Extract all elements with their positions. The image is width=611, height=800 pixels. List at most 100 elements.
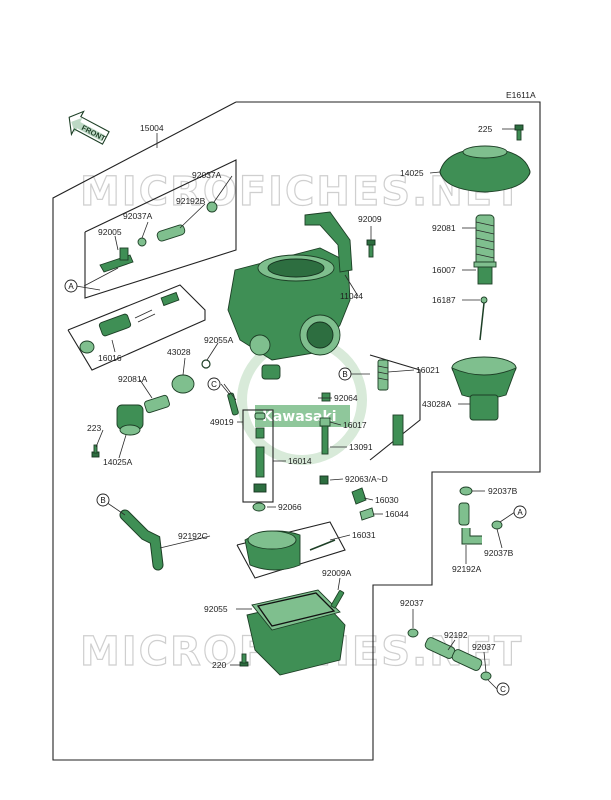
label-92037B-top: 92037B (488, 486, 518, 496)
label-16044: 16044 (385, 509, 409, 519)
hose-92192C (119, 509, 164, 571)
label-92081: 92081 (432, 223, 456, 233)
svg-text:C: C (211, 380, 217, 389)
screw-92009A (330, 590, 345, 609)
label-14025: 14025 (400, 168, 424, 178)
label-49019: 49019 (210, 417, 234, 427)
brand-watermark-text: Kawasaki (262, 409, 337, 425)
cover-14025A (116, 404, 144, 436)
oring-92064 (321, 392, 331, 402)
label-92064: 92064 (334, 393, 358, 403)
main-frame (52, 101, 541, 761)
label-225: 225 (478, 124, 492, 134)
label-92005: 92005 (98, 227, 122, 237)
float-bowl (246, 589, 346, 676)
label-16017: 16017 (343, 420, 367, 430)
callout-c-bottom: C (496, 682, 510, 696)
svg-text:B: B (100, 496, 105, 505)
needle-holder-16007 (473, 261, 497, 285)
callout-a-right: A (513, 505, 527, 519)
callout-b-left: B (96, 493, 110, 507)
pilot-screw-16016 (79, 291, 180, 354)
label-92037: 92037 (400, 598, 424, 608)
label-16031: 16031 (352, 530, 376, 540)
label-16007: 16007 (432, 265, 456, 275)
screw-223 (91, 444, 100, 458)
svg-text:A: A (517, 508, 523, 517)
label-16016: 16016 (98, 353, 122, 363)
hose-92192B (156, 224, 186, 242)
clamp-92037B-top (459, 486, 473, 496)
clamp-92037 (407, 628, 419, 638)
spring-needle-guide (377, 359, 404, 446)
clamp-92037A (137, 237, 147, 247)
svg-text:B: B (342, 370, 347, 379)
label-92055: 92055 (204, 604, 228, 614)
diaphragm-43028 (171, 374, 195, 394)
label-220: 220 (212, 660, 226, 670)
label-13091: 13091 (349, 442, 373, 452)
label-92192: 92192 (444, 630, 468, 640)
carburetor-body-15004 (227, 247, 351, 380)
label-92037-bottom: 92037 (472, 642, 496, 652)
label-92037B: 92037B (484, 548, 514, 558)
clip-16044 (359, 507, 375, 521)
diagram-code: E1611A (506, 90, 536, 100)
label-43028: 43028 (167, 347, 191, 357)
label-92192B: 92192B (176, 196, 206, 206)
screw-92009 (366, 239, 376, 258)
hose-92192A (458, 502, 482, 545)
label-11044: 11044 (340, 291, 363, 301)
clamp-92037-bottom (480, 671, 492, 681)
screw-220 (239, 653, 249, 667)
fuel-fitting-92005 (99, 247, 134, 273)
label-16187: 16187 (432, 295, 456, 305)
subframe-pilot (67, 284, 206, 371)
jet-column (253, 412, 267, 493)
label-16021: 16021 (416, 365, 440, 375)
label-43028A: 43028A (422, 399, 452, 409)
screw-225 (514, 124, 524, 141)
label-92063: 92063/A~D (345, 474, 388, 484)
svg-text:A: A (68, 282, 74, 291)
rod-49019 (227, 392, 239, 416)
main-jet-92063 (319, 475, 329, 485)
subframe-float (236, 521, 346, 579)
label-92037A-top: 92037A (192, 170, 222, 180)
label-92066: 92066 (278, 502, 302, 512)
label-92037A: 92037A (123, 211, 153, 221)
label-92081A: 92081A (118, 374, 148, 384)
callout-c-mid: C (207, 377, 221, 391)
label-14025A: 14025A (103, 457, 133, 467)
bracket-11044 (304, 211, 353, 273)
label-92192C: 92192C (178, 531, 208, 541)
top-cover-14025 (439, 145, 531, 193)
spring-92081A (144, 394, 170, 414)
spring-92081 (475, 214, 495, 268)
plug-92066 (252, 502, 266, 512)
front-arrow: FRONT (68, 110, 110, 145)
leader-lines (75, 128, 516, 690)
clamp-92037A-top (206, 201, 218, 213)
needle-valve-16030 (351, 487, 367, 505)
jet-needle-16187 (479, 296, 488, 341)
label-92192A: 92192A (452, 564, 482, 574)
callout-b-top: B (338, 367, 352, 381)
callout-a-left: A (64, 279, 78, 293)
oring-92055A (201, 359, 211, 369)
subframe-jets (242, 409, 274, 503)
label-15004: 15004 (140, 123, 164, 133)
label-223: 223 (87, 423, 101, 433)
label-16014: 16014 (288, 456, 312, 466)
diaphragm-piston-16021 (451, 356, 517, 421)
label-92055A: 92055A (204, 335, 234, 345)
svg-text:C: C (500, 685, 506, 694)
float-16031 (244, 530, 336, 571)
label-16030: 16030 (375, 495, 399, 505)
clamp-92037B (491, 520, 503, 530)
subframe-fuel-inlet (84, 159, 237, 299)
label-92009: 92009 (358, 214, 382, 224)
hose-92192 (424, 637, 483, 671)
label-92009A: 92009A (322, 568, 352, 578)
